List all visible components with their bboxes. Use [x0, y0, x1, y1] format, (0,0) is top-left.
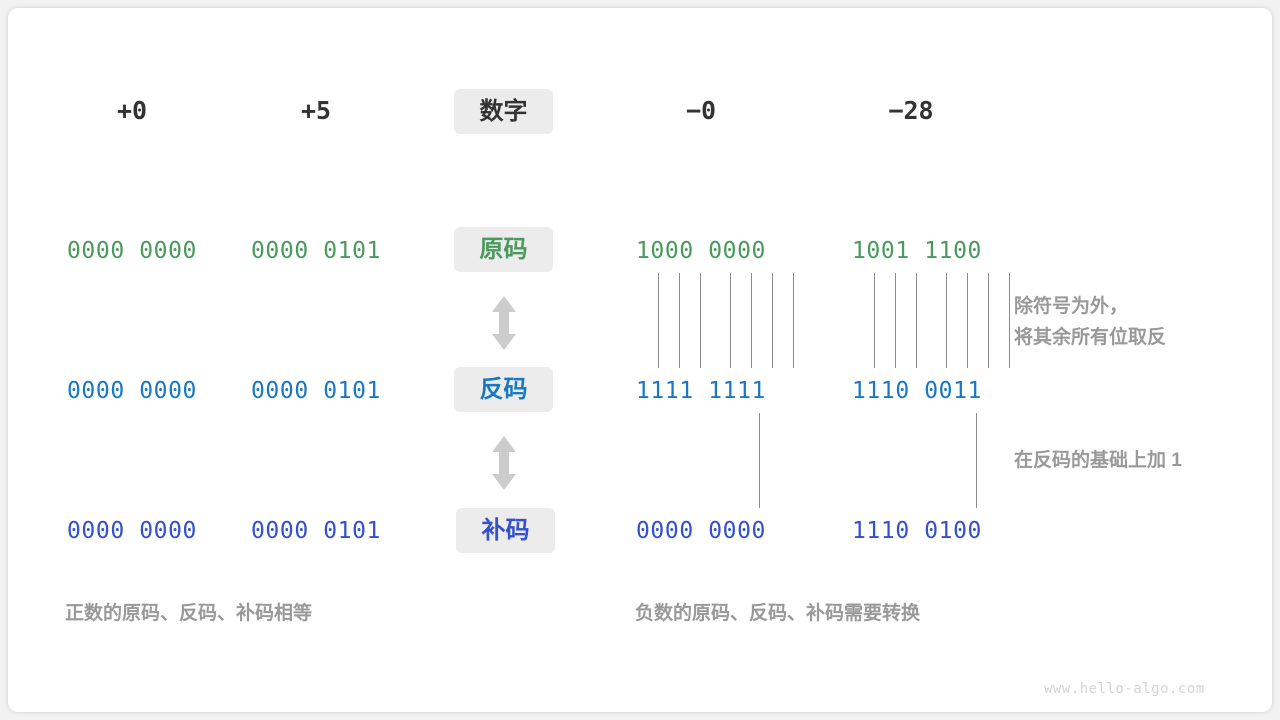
tick-line: [916, 273, 917, 368]
caption-negative: 负数的原码、反码、补码需要转换: [635, 603, 921, 624]
cell-ones-complement-minus0: 1111 1111: [635, 378, 767, 404]
tick-line: [988, 273, 989, 368]
cell-twos-complement-minus28: 1110 0100: [851, 518, 983, 544]
tick-line: [895, 273, 896, 368]
watermark: www.hello-algo.com: [1044, 681, 1205, 697]
tick-line: [793, 273, 794, 368]
cell-sign-magnitude-plus5: 0000 0101: [250, 238, 382, 264]
tick-line: [730, 273, 731, 368]
cell-sign-magnitude-minus28: 1001 1100: [851, 238, 983, 264]
figure-card: +0 +5 数字 −0 −28 0000 0000 0000 0101 原码 1…: [8, 8, 1272, 712]
cell-ones-complement-plus0: 0000 0000: [66, 378, 198, 404]
tick-line: [700, 273, 701, 368]
cell-sign-magnitude-minus0: 1000 0000: [635, 238, 767, 264]
tick-line: [759, 413, 760, 508]
number-header-plus5: +5: [300, 96, 332, 125]
number-header-minus28: −28: [888, 96, 934, 125]
tick-line: [679, 273, 680, 368]
number-header-minus0: −0: [685, 96, 717, 125]
cell-twos-complement-plus0: 0000 0000: [66, 518, 198, 544]
row-label-twos-complement: 补码: [456, 508, 555, 553]
cell-sign-magnitude-plus0: 0000 0000: [66, 238, 198, 264]
up-down-arrow-icon-sign-to-ones: [489, 296, 519, 355]
number-header-plus0: +0: [116, 96, 148, 125]
annotation-invert: 除符号为外， 将其余所有位取反: [1014, 296, 1167, 348]
tick-line: [946, 273, 947, 368]
row-label-sign-magnitude: 原码: [454, 227, 553, 272]
tick-line: [772, 273, 773, 368]
tick-line: [658, 273, 659, 368]
tick-line: [751, 273, 752, 368]
row-label-number: 数字: [454, 89, 553, 134]
caption-positive: 正数的原码、反码、补码相等: [65, 603, 313, 624]
cell-ones-complement-minus28: 1110 0011: [851, 378, 983, 404]
tick-line: [967, 273, 968, 368]
cell-ones-complement-plus5: 0000 0101: [250, 378, 382, 404]
up-down-arrow-icon-ones-to-twos: [489, 436, 519, 495]
tick-line: [1009, 273, 1010, 368]
tick-line: [976, 413, 977, 508]
annotation-add-one: 在反码的基础上加 1: [1014, 450, 1182, 471]
cell-twos-complement-plus5: 0000 0101: [250, 518, 382, 544]
row-label-ones-complement: 反码: [454, 367, 553, 412]
cell-twos-complement-minus0: 0000 0000: [635, 518, 767, 544]
tick-line: [874, 273, 875, 368]
